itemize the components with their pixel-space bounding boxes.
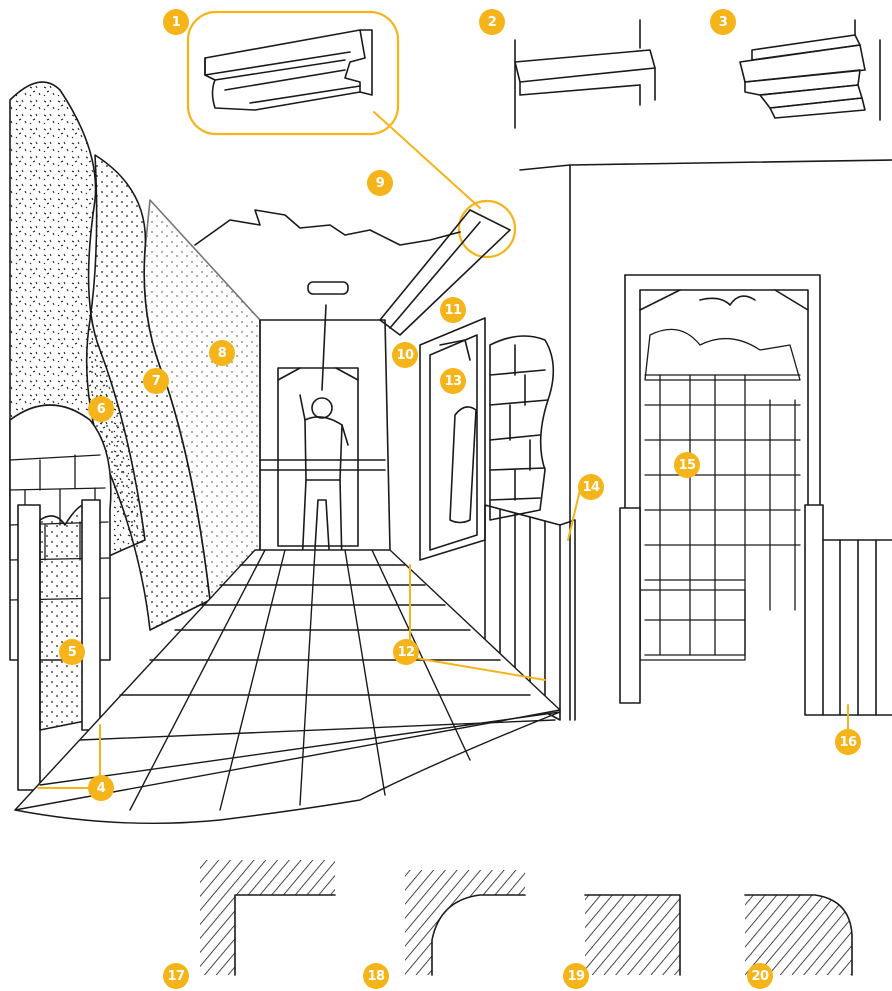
- label-badge-12: 12: [393, 639, 419, 665]
- label-badge-19: 19: [563, 963, 589, 989]
- ceiling-broken-edge: [195, 210, 460, 245]
- label-badge-8: 8: [209, 340, 235, 366]
- right-door-panel: [620, 505, 892, 715]
- label-badge-3: 3: [710, 9, 736, 35]
- corner-profile-18: [405, 870, 525, 975]
- painter-figure: [300, 282, 348, 565]
- cornice-profile-2: [515, 20, 655, 128]
- label-badge-6: 6: [88, 396, 114, 422]
- cornice-profile-1: [205, 30, 372, 110]
- back-doorway: [260, 368, 385, 546]
- bathroom-tiles: [640, 329, 800, 660]
- exposed-brick-patch: [490, 336, 553, 520]
- cornice-profile-3: [740, 20, 880, 120]
- label-badge-2: 2: [479, 9, 505, 35]
- label-badge-9: 9: [367, 170, 393, 196]
- label-badge-17: 17: [163, 963, 189, 989]
- label-badge-10: 10: [392, 342, 418, 368]
- corner-profile-17: [200, 860, 335, 975]
- corner-profile-19: [585, 895, 680, 975]
- label-badge-18: 18: [363, 963, 389, 989]
- label-badge-16: 16: [835, 729, 861, 755]
- label-badge-4: 4: [88, 775, 114, 801]
- label-badge-15: 15: [674, 452, 700, 478]
- corridor-side-door: [420, 318, 485, 560]
- callout-leader: [374, 112, 480, 208]
- label-badge-7: 7: [143, 368, 169, 394]
- label-badge-11: 11: [440, 297, 466, 323]
- label-badge-14: 14: [578, 474, 604, 500]
- label-badge-5: 5: [59, 639, 85, 665]
- back-room-walls: [260, 320, 390, 550]
- label-badge-1: 1: [163, 9, 189, 35]
- label-badge-20: 20: [747, 963, 773, 989]
- label-badge-13: 13: [440, 368, 466, 394]
